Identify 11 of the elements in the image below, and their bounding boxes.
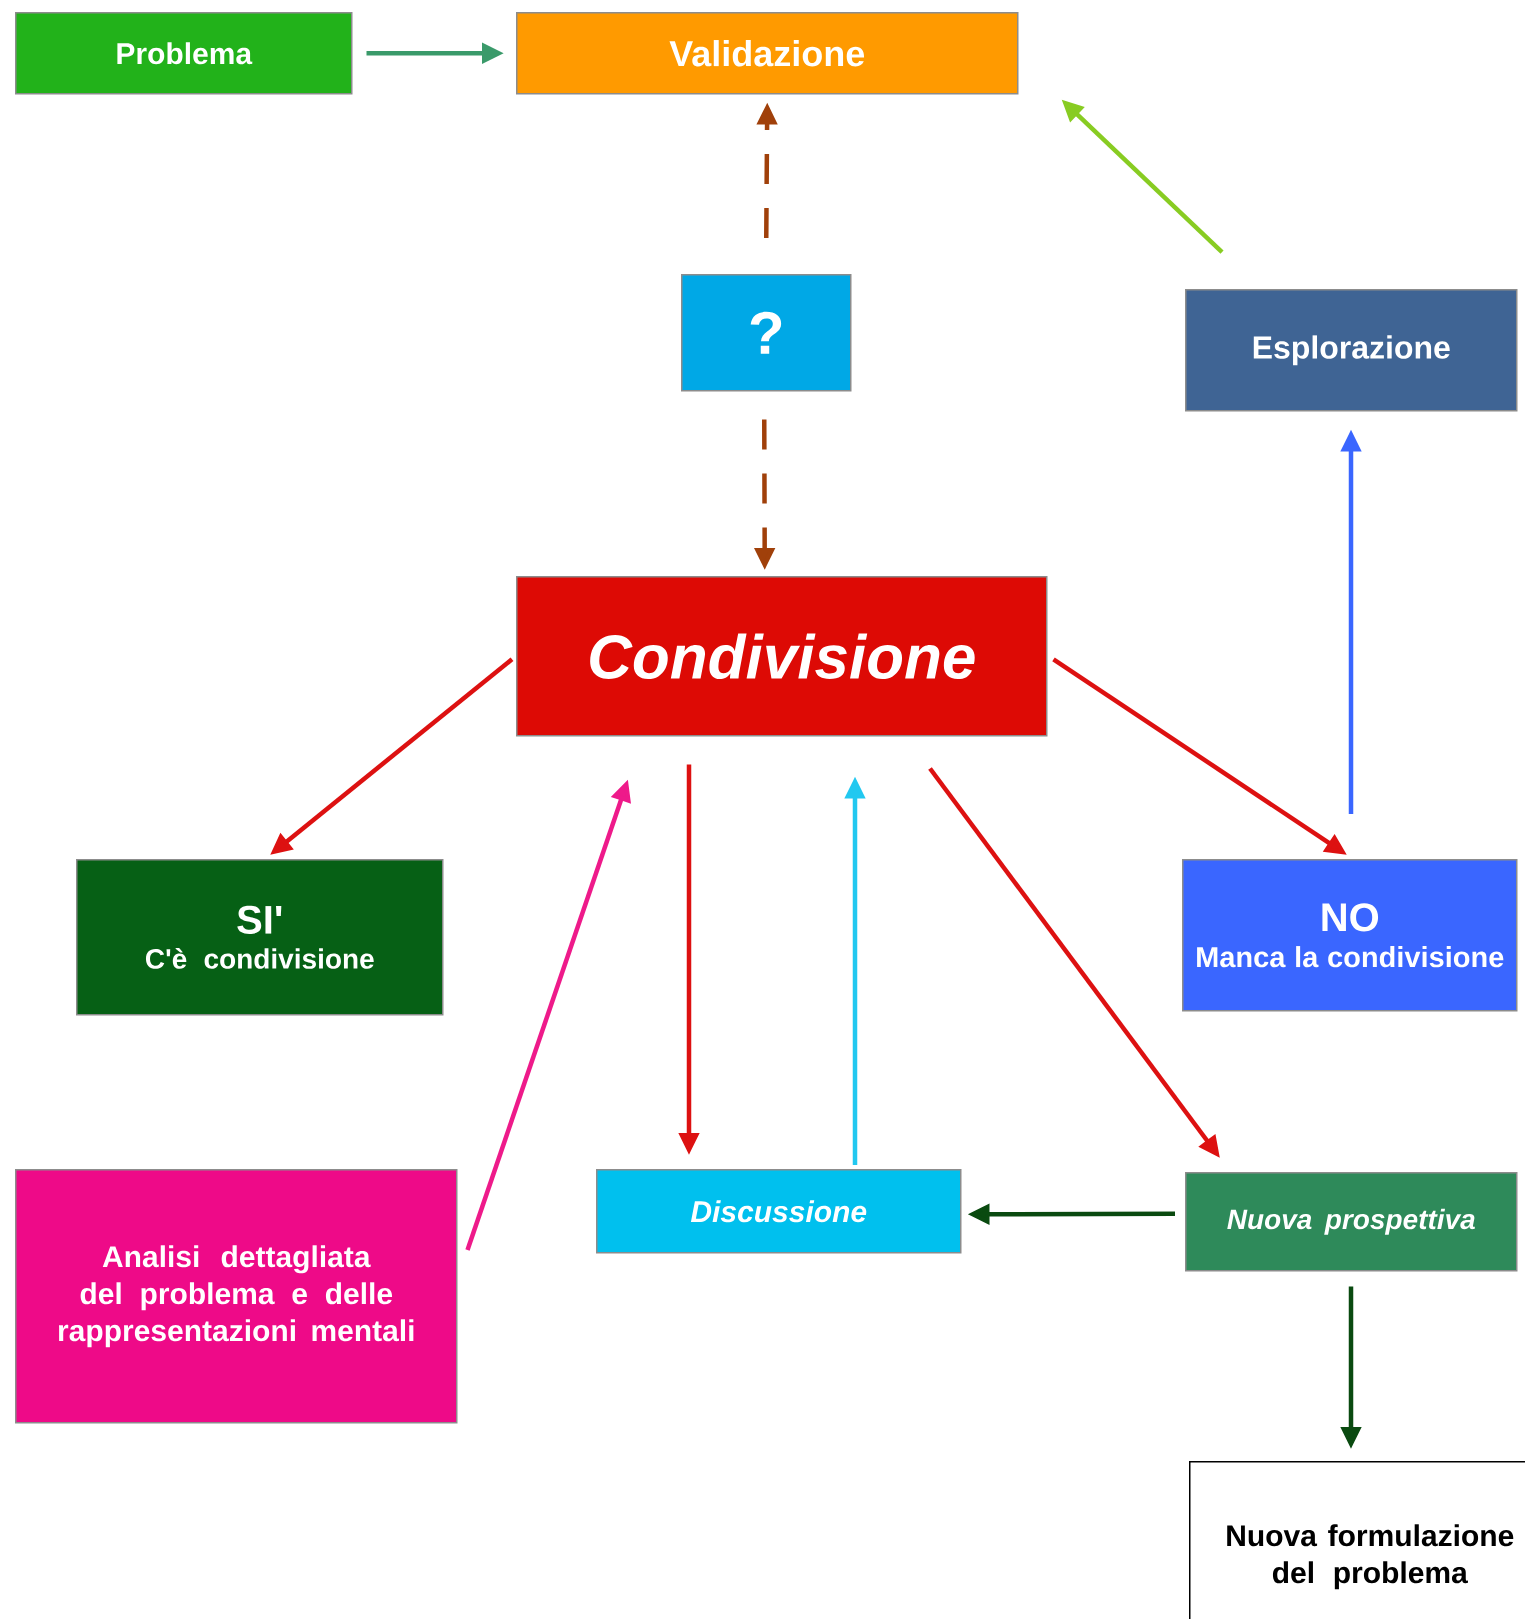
process-box: Esplorazione: [1185, 289, 1518, 412]
process-box: Problema: [15, 12, 353, 95]
process-box: Analisi dettagliata del problema e delle rappresentazioni mentali: [15, 1169, 458, 1424]
process-box: Condivisione: [516, 576, 1048, 737]
process-box: Validazione: [516, 12, 1019, 95]
process-box: SI' C'è condivisione: [76, 859, 444, 1016]
process-box: NO Manca la condivisione: [1182, 859, 1518, 1012]
process-box: Nuova prospettiva: [1185, 1172, 1518, 1272]
process-box: Discussione: [596, 1169, 962, 1254]
process-box: Nuova formulazione del problema: [1189, 1461, 1525, 1619]
question-box: ?: [681, 274, 852, 392]
